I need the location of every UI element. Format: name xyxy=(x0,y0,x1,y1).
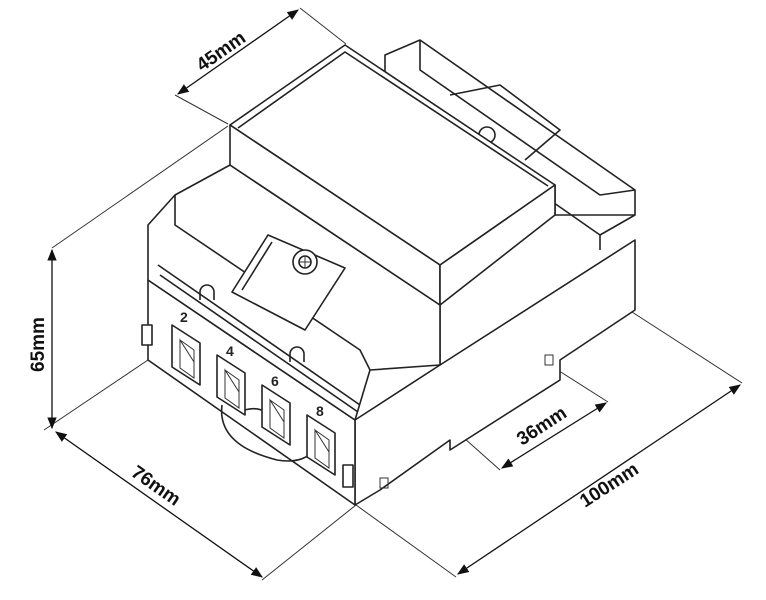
terminal-8 xyxy=(306,414,336,476)
terminal-4 xyxy=(216,354,246,416)
terminal-label-6: 6 xyxy=(271,373,279,389)
device-body xyxy=(141,39,636,506)
dim-line-36 xyxy=(501,402,607,469)
dimension-lines xyxy=(47,9,741,578)
dim-label-76: 76mm xyxy=(127,462,184,511)
dim-label-65: 65mm xyxy=(28,317,49,372)
terminal-blocks: 2 4 6 8 xyxy=(171,309,336,476)
dim-label-100: 100mm xyxy=(576,459,642,512)
terminal-label-8: 8 xyxy=(316,403,324,419)
dim-label-45: 45mm xyxy=(193,27,250,76)
terminal-label-4: 4 xyxy=(226,343,234,359)
dim-line-76 xyxy=(55,431,263,578)
extension-lines xyxy=(43,7,743,581)
dim-line-45 xyxy=(177,9,299,95)
terminal-6 xyxy=(261,384,291,446)
terminal-2 xyxy=(171,324,201,386)
dim-line-100 xyxy=(457,384,741,575)
terminal-label-2: 2 xyxy=(180,309,188,325)
